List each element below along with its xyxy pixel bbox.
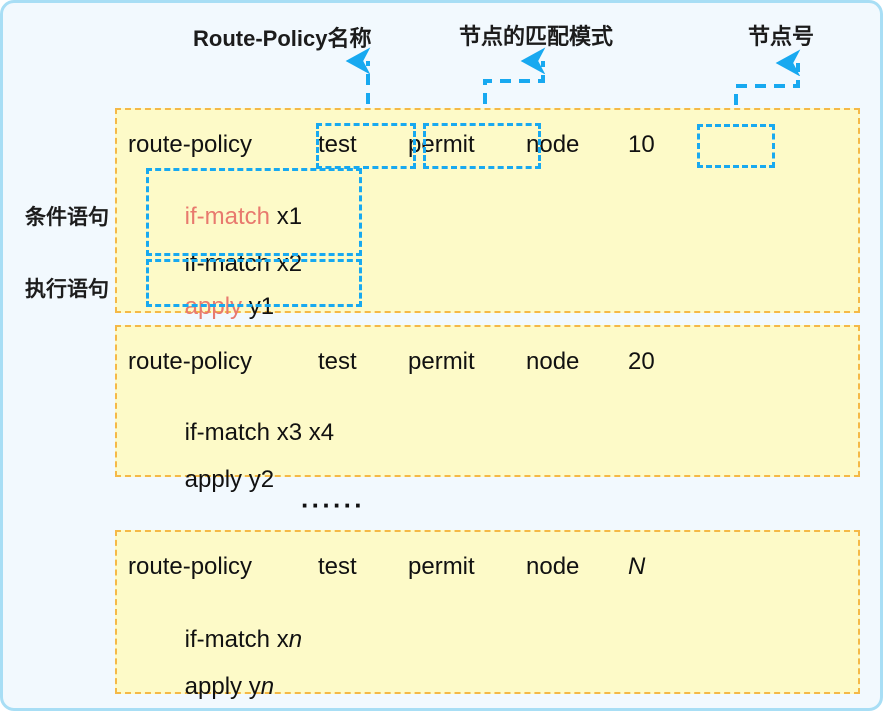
cmd-node-keyword: node (526, 348, 580, 375)
statement-argument: y2 (242, 466, 275, 493)
highlight-box-node-number (697, 124, 775, 168)
cmd-match-mode: permit (408, 131, 475, 158)
statement-keyword: if-match (184, 419, 271, 446)
cmd-keyword: route-policy (128, 348, 253, 375)
statement-apply-yn: apply yn (158, 651, 275, 708)
statement-keyword: if-match (184, 626, 271, 653)
highlight-box-match-mode (423, 123, 541, 169)
annotation-node-number: 节点号 (748, 24, 815, 49)
cmd-node-number: 20 (628, 348, 655, 375)
statement-argument: x1 (270, 203, 303, 230)
node-block-n (115, 530, 860, 694)
highlight-box-policy-name (316, 123, 416, 169)
ellipsis-separator: ······ (301, 490, 365, 520)
label-execution-statement: 执行语句 (25, 278, 109, 301)
statement-if-match-x1: if-match x1 (158, 181, 302, 253)
statement-apply-y2: apply y2 (158, 444, 274, 516)
cmd-keyword: route-policy (128, 131, 253, 158)
statement-if-match-xn: if-match xn (158, 604, 302, 676)
highlight-box-condition (146, 168, 362, 256)
statement-argument: x3 x4 (270, 419, 335, 446)
annotation-policy-name: Route-Policy名称 (193, 26, 372, 51)
cmd-policy-name: test (318, 348, 357, 375)
statement-argument-italic: n (260, 673, 275, 700)
command-line-node-10: route-policy test permit node 10 (128, 133, 655, 301)
cmd-match-mode: permit (408, 348, 475, 375)
command-line-node-20: route-policy test permit node 20 (128, 350, 655, 518)
cmd-node-keyword: node (526, 131, 580, 158)
statement-if-match-x3-x4: if-match x3 x4 (158, 397, 334, 469)
annotation-match-mode: 节点的匹配模式 (459, 24, 614, 49)
statement-keyword: apply (184, 673, 243, 700)
label-condition-statement: 条件语句 (25, 206, 109, 229)
statement-argument-prefix: x (270, 626, 289, 653)
command-line-node-n: route-policy test permit node N (128, 555, 645, 708)
cmd-policy-name: test (318, 131, 357, 158)
cmd-node-number: N (628, 553, 646, 580)
node-block-20 (115, 325, 860, 477)
cmd-node-keyword: node (526, 553, 580, 580)
cmd-node-number: 10 (628, 131, 655, 158)
cmd-policy-name: test (318, 553, 357, 580)
statement-keyword: if-match (184, 203, 271, 230)
cmd-match-mode: permit (408, 553, 475, 580)
statement-argument-italic: n (288, 626, 303, 653)
statement-keyword: apply (184, 466, 243, 493)
statement-argument-prefix: y (242, 673, 261, 700)
highlight-box-execution (146, 259, 362, 307)
node-block-10 (115, 108, 860, 313)
cmd-keyword: route-policy (128, 553, 253, 580)
